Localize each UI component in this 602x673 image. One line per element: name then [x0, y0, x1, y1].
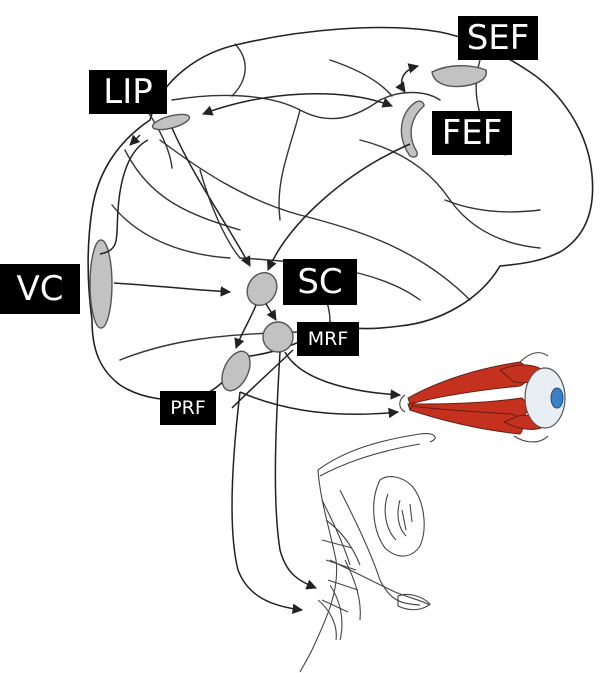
- fef-label: FEF: [432, 111, 512, 155]
- pathway-arrows: [100, 66, 418, 610]
- lip-label: LIP: [89, 70, 167, 114]
- lip-area: [151, 111, 191, 132]
- brain-sulci: [112, 44, 540, 360]
- prf-label: PRF: [160, 391, 216, 425]
- prf-area: [216, 347, 256, 395]
- eye-muscles-illustration: [400, 353, 565, 442]
- mrf-label: MRF: [297, 322, 359, 356]
- sef-label: SEF: [458, 16, 538, 60]
- sef-area: [432, 66, 486, 87]
- mrf-area: [263, 322, 293, 352]
- vc-label: VC: [0, 264, 80, 314]
- neck-muscles-illustration: [300, 434, 435, 672]
- sc-label: SC: [283, 259, 357, 305]
- fef-area: [401, 101, 424, 157]
- sc-area: [241, 267, 282, 310]
